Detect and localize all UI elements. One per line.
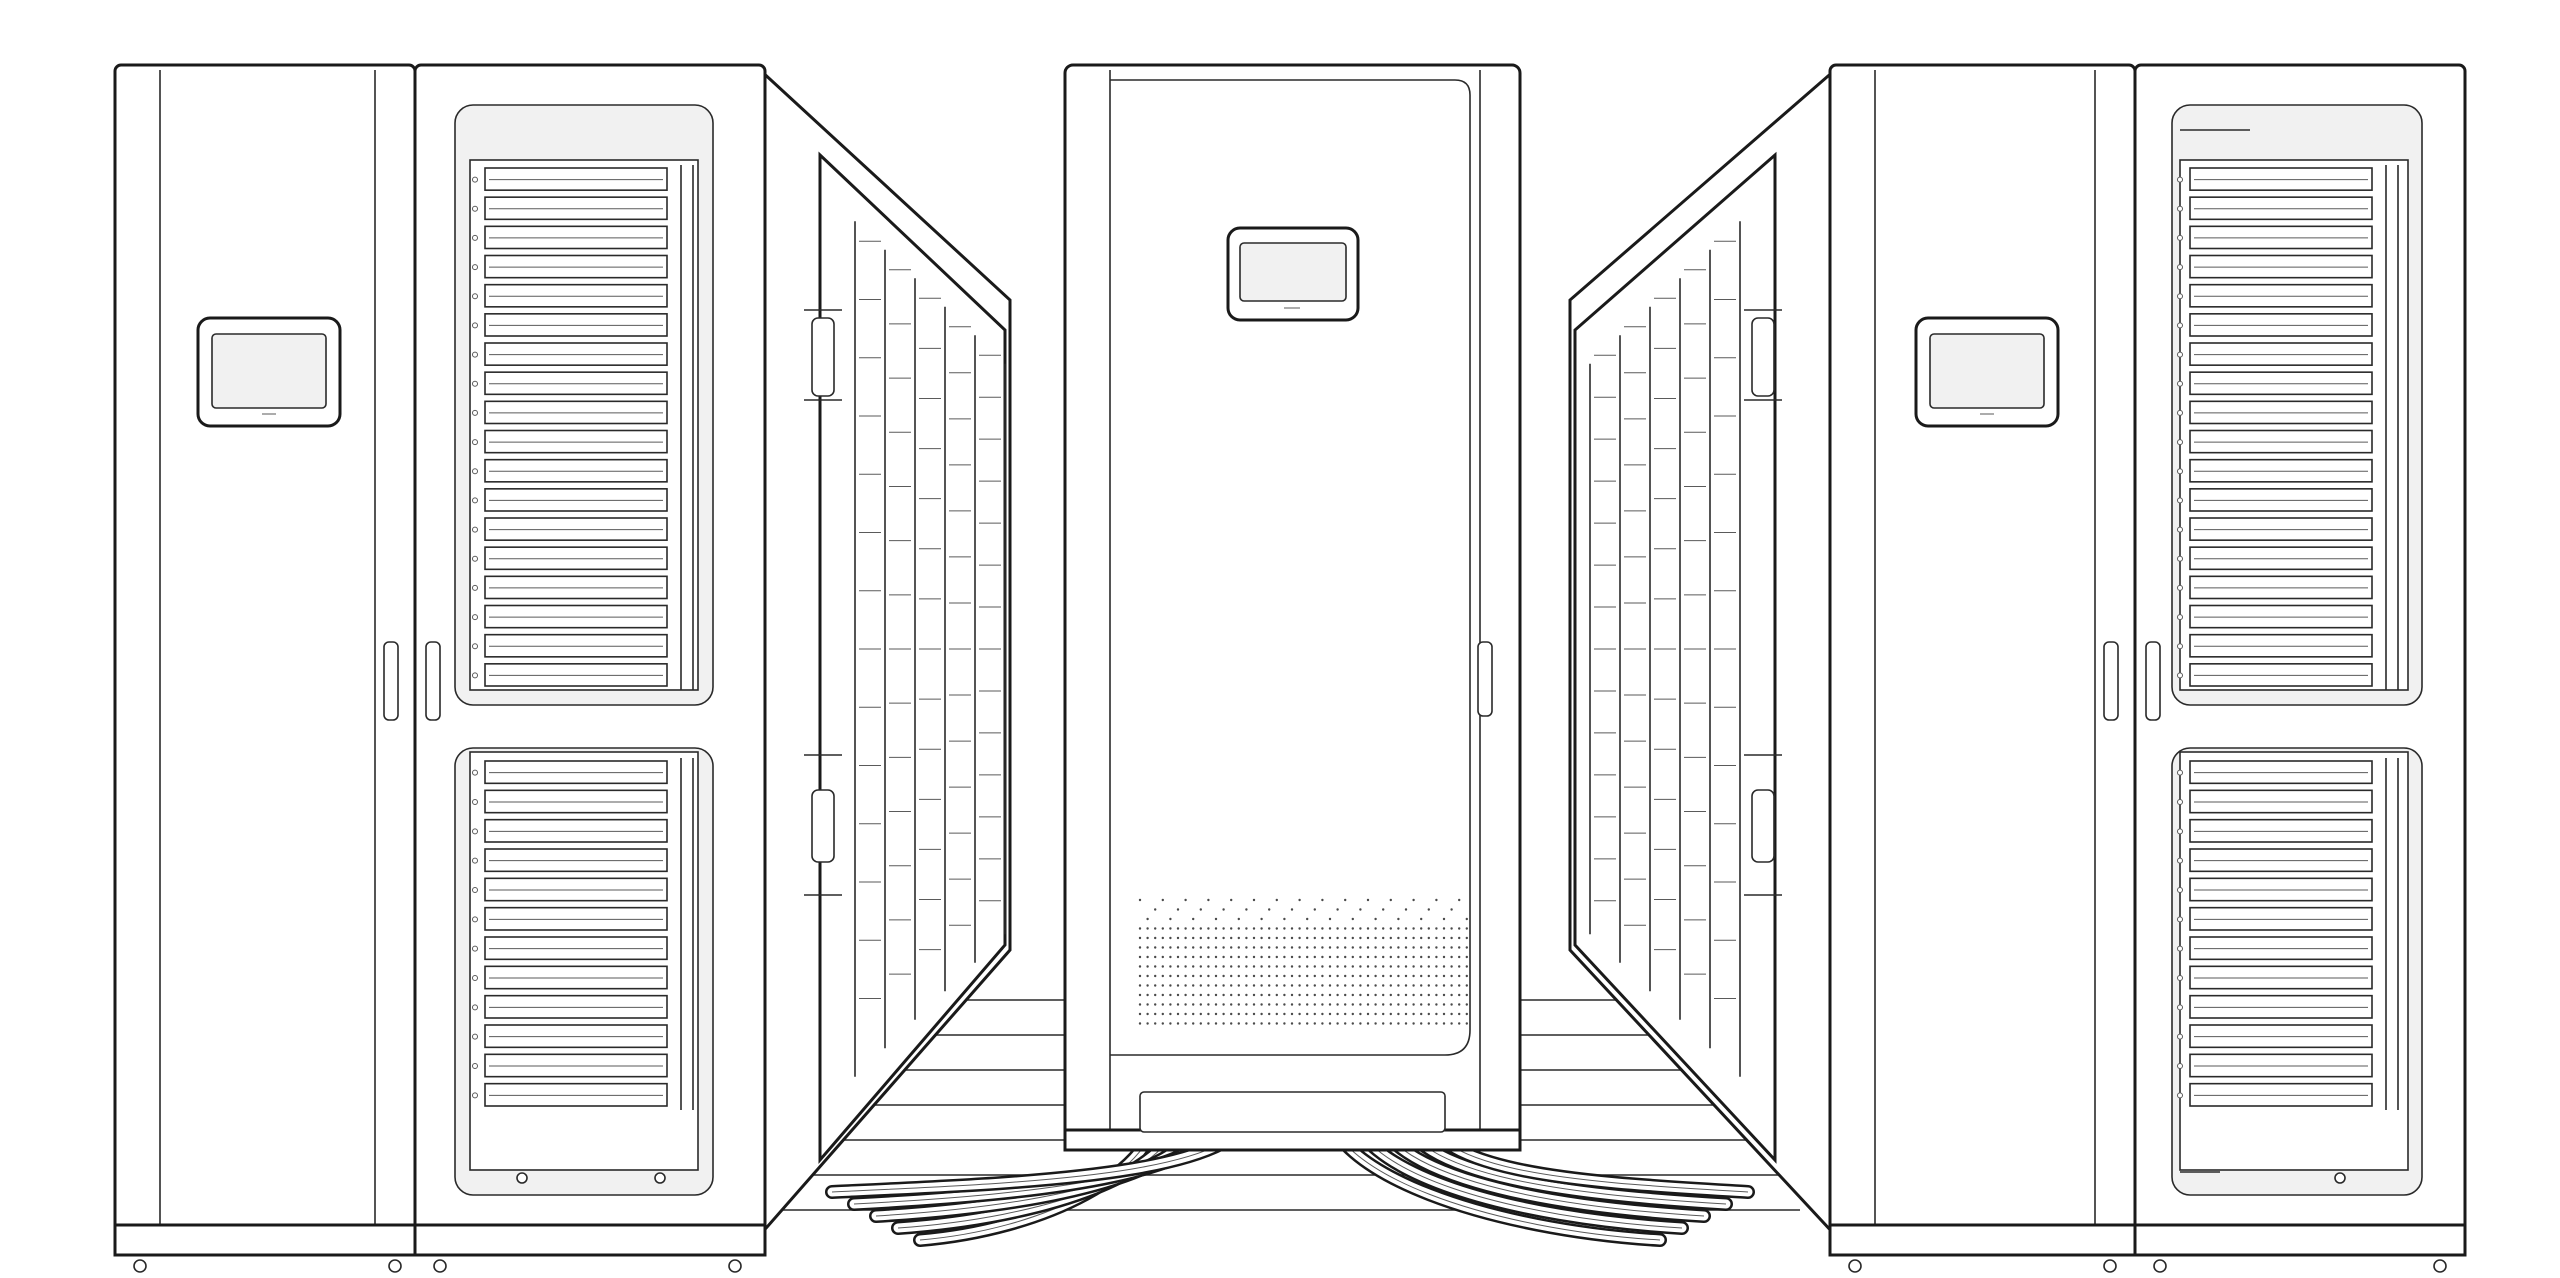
server-slot-icon [2189,225,2373,250]
center-cooling-unit [1063,63,1522,1152]
left-glass-rack [413,63,767,1273]
display-panel-icon [196,316,342,428]
right-side-row-columns [1589,221,1741,1077]
floor-cables [825,1093,1755,1247]
server-slot-icon [484,1082,668,1107]
left-upper-server-slots [472,165,694,690]
left-side-row [758,66,1012,1239]
left-lower-server-slots [472,758,694,1110]
server-slot-icon [484,848,668,873]
server-slot-icon [2189,342,2373,366]
right-glass-rack [2133,63,2467,1273]
cable-inlet [1139,1091,1446,1133]
right-lower-server-slots [2177,758,2399,1110]
left-outer-cabinet [113,63,417,1273]
server-slot-icon [484,254,668,279]
server-slot-icon [484,936,668,961]
server-slot-icon [2189,848,2373,873]
door-handle-icon [1477,641,1493,717]
server-slot-icon [2189,663,2373,687]
server-slot-icon [484,342,668,366]
door-handle-icon [2145,641,2161,721]
server-slot-icon [484,575,668,600]
server-slot-icon [2189,429,2373,454]
left-side-row-columns [854,221,1006,1077]
door-handle-icon [425,641,441,721]
server-slot-icon [484,663,668,687]
right-side-hinges [1744,309,1782,896]
door-handle-icon [2103,641,2119,721]
server-slot-icon [2189,575,2373,600]
display-panel-icon [1914,316,2060,428]
door-handle-icon [383,641,399,721]
server-slot-icon [484,225,668,250]
server-slot-icon [2189,760,2373,785]
right-outer-cabinet [1828,63,2137,1273]
server-slot-icon [2189,254,2373,279]
display-panel-icon [1226,226,1360,322]
server-slot-icon [484,760,668,785]
right-upper-server-slots [2177,165,2399,690]
server-slot-icon [2189,936,2373,961]
vent-icon [1138,898,1469,1025]
server-slot-icon [2189,1082,2373,1107]
server-slot-icon [484,429,668,454]
right-side-row [1568,66,1837,1239]
left-side-hinges [804,309,842,896]
